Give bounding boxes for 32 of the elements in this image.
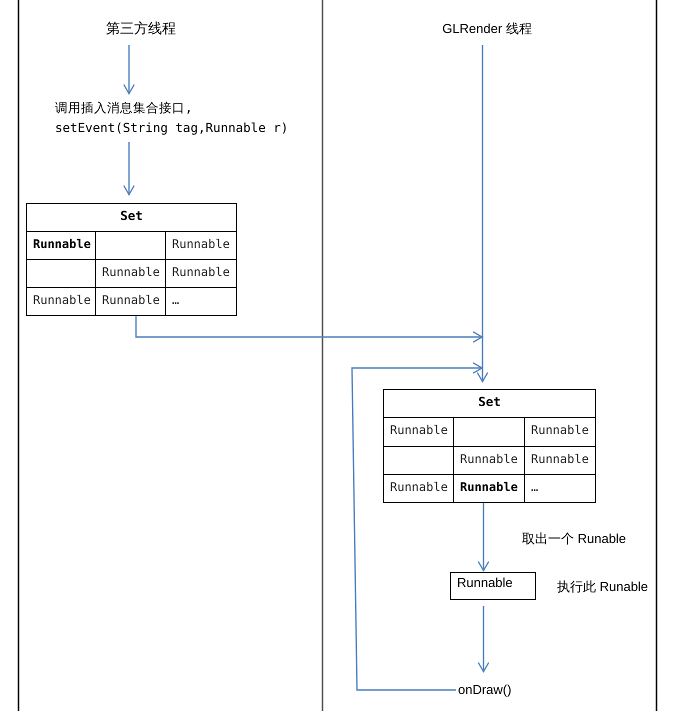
arrow [478, 606, 490, 672]
table-cell: Runnable [96, 288, 166, 315]
arrow [123, 45, 135, 94]
table-cell: Runnable [525, 447, 595, 475]
table-cell: Runnable [27, 288, 96, 315]
step-text: 调用插入消息集合接口, setEvent(String tag,Runnable r) [55, 98, 300, 138]
table-cell: Runnable [454, 475, 525, 502]
table-cell: Runnable [27, 232, 96, 260]
table-cell-text: … [171, 292, 180, 309]
table-cell: Runnable [166, 232, 236, 260]
table-cell-text: … [530, 479, 540, 496]
lane-title: GLRender 线程 [442, 19, 532, 39]
arrow [478, 503, 490, 572]
table-cell: Runnable [96, 260, 166, 288]
arrow [476, 45, 488, 382]
arrow [351, 362, 483, 691]
table-cell: Runnable [384, 418, 454, 447]
process-box: Runnable [450, 572, 536, 600]
table-cell: Runnable [384, 475, 454, 502]
arrow [123, 142, 135, 196]
table-cell: Runnable [454, 447, 525, 475]
set-table [26, 203, 237, 316]
side-note: 执行此 Runable [557, 578, 648, 596]
edge-label: 取出一个 Runable [522, 530, 626, 548]
step-text: onDraw() [458, 680, 512, 700]
table-header: Set [384, 390, 595, 418]
arrow [135, 316, 483, 343]
set-table [383, 389, 596, 503]
lane-title: 第三方线程 [106, 19, 176, 39]
table-header: Set [27, 204, 236, 232]
table-cell: Runnable [166, 260, 236, 288]
table-cell: Runnable [525, 418, 595, 447]
